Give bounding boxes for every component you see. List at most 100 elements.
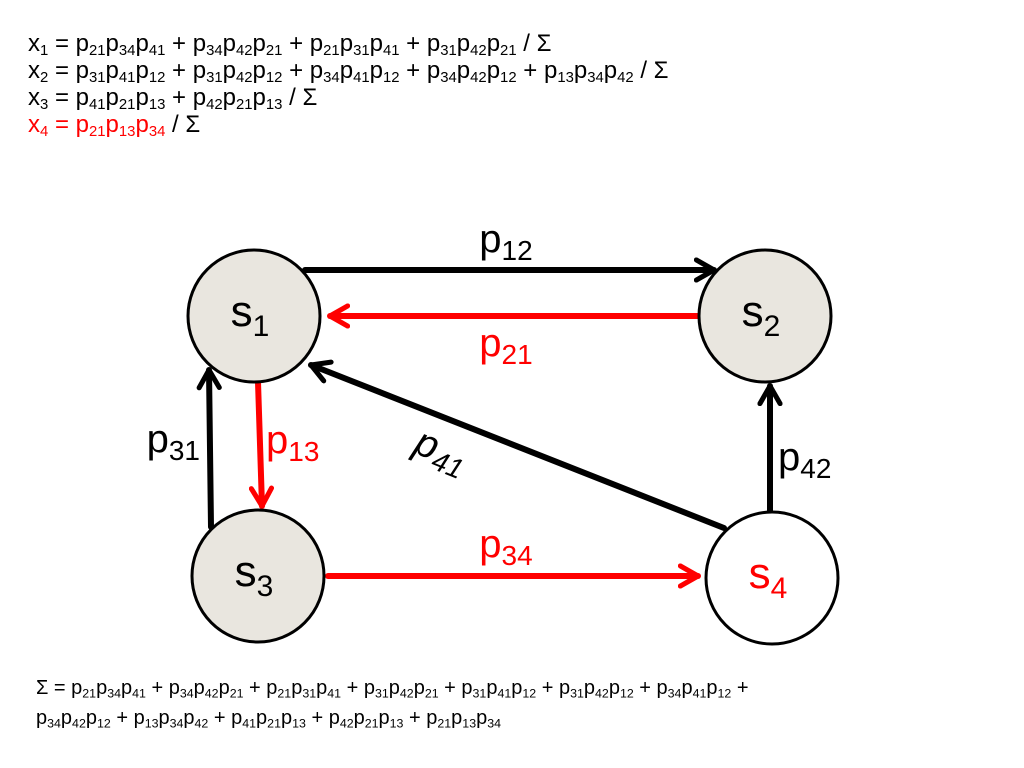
equation-x1: x1 = p21p34p41 + p34p42p21 + p21p31p41 +… <box>28 30 552 60</box>
product-term: p34p42p21 <box>192 30 283 60</box>
probability-symbol: p41 <box>681 677 707 701</box>
probability-symbol: p42 <box>222 57 253 87</box>
probability-symbol: p34 <box>192 30 223 60</box>
probability-symbol: p13 <box>543 57 574 87</box>
normalizer-divisor: / Σ <box>516 30 552 57</box>
product-term: p34p42p21 <box>168 677 244 701</box>
probability-symbol: p41 <box>231 707 257 731</box>
probability-symbol: p12 <box>85 707 111 731</box>
probability-symbol: p13 <box>105 111 136 141</box>
probability-symbol: p12 <box>511 677 537 701</box>
probability-symbol: p42 <box>193 677 219 701</box>
state-circle <box>704 510 840 646</box>
probability-symbol: p42 <box>583 677 609 701</box>
edge-p42-label: p42 <box>778 435 831 484</box>
probability-symbol: p42 <box>60 707 86 731</box>
normalizer-divisor: / Σ <box>282 84 318 111</box>
product-term: p31p41p12 <box>75 57 166 87</box>
product-term: p21p34p41 <box>71 677 146 701</box>
probability-symbol: p41 <box>486 677 512 701</box>
probability-symbol: p34 <box>573 57 604 87</box>
sum-line: Σ = p21p34p41 + p34p42p21 + p21p31p41 + … <box>36 677 749 701</box>
probability-symbol: p21 <box>75 30 106 60</box>
state-node-s3: s3 <box>190 508 326 644</box>
equation-x3: x3 = p41p21p13 + p42p21p13 / Σ <box>28 84 318 114</box>
probability-symbol: p31 <box>75 57 106 87</box>
probability-symbol: p34 <box>168 677 194 701</box>
probability-symbol: p21 <box>309 30 340 60</box>
product-term: p31p42p12 <box>192 57 283 87</box>
product-term: p13p34p42 <box>543 57 634 87</box>
probability-symbol: p21 <box>256 707 281 731</box>
probability-symbol: p31 <box>461 677 487 701</box>
state-circle <box>190 508 326 644</box>
probability-symbol: p21 <box>105 84 136 114</box>
state-node-s2: s2 <box>697 248 833 384</box>
probability-symbol: p34 <box>158 707 184 731</box>
edge-p41-label: p41 <box>406 419 475 485</box>
product-term: p21p31p41 <box>309 30 400 60</box>
state-label: s4 <box>749 549 788 605</box>
probability-symbol: p12 <box>252 57 283 87</box>
equation-lhs: x4 <box>28 111 49 141</box>
probability-symbol: p12 <box>608 677 634 701</box>
probability-symbol: p12 <box>706 677 732 701</box>
probability-symbol: p31 <box>291 677 317 701</box>
product-term: p21p13p34 <box>76 111 166 141</box>
probability-symbol: p42 <box>456 30 487 60</box>
edge-p13-label: p13 <box>266 418 319 467</box>
product-term: p21p34p41 <box>75 30 166 60</box>
probability-symbol: p12 <box>369 57 400 87</box>
probability-symbol: p21 <box>486 30 517 60</box>
state-label: s3 <box>235 547 274 603</box>
probability-symbol: p13 <box>252 84 283 114</box>
equation-lhs: x1 <box>28 30 49 60</box>
probability-symbol: p41 <box>369 30 400 60</box>
product-term: p31p42p21 <box>363 677 439 701</box>
edge-p34-label: p34 <box>479 522 532 571</box>
probability-symbol: p34 <box>476 707 502 731</box>
probability-symbol: p31 <box>426 30 457 60</box>
probability-symbol: p12 <box>135 57 166 87</box>
probability-symbol: p31 <box>363 677 389 701</box>
probability-symbol: p34 <box>426 57 457 87</box>
probability-symbol: p21 <box>426 707 452 731</box>
stationary-equations: x1 = p21p34p41 + p34p42p21 + p21p31p41 +… <box>28 30 669 141</box>
probability-symbol: p31 <box>192 57 223 87</box>
probability-symbol: p21 <box>266 677 292 701</box>
probability-symbol: p42 <box>328 707 354 731</box>
product-term: p34p42p12 <box>426 57 517 87</box>
edge-p21-label: p21 <box>479 321 532 370</box>
probability-symbol: p42 <box>183 707 209 731</box>
probability-symbol: p41 <box>135 30 166 60</box>
probability-symbol: p21 <box>353 707 379 731</box>
edge-p41-arrow <box>308 359 727 531</box>
normalizer-divisor: / Σ <box>165 111 201 138</box>
state-node-s1: s1 <box>186 248 322 384</box>
probability-symbol: p41 <box>121 677 146 701</box>
sum-line: p34p42p12 + p13p34p42 + p41p21p13 + p42p… <box>36 707 502 731</box>
product-term: p42p21p13 <box>328 707 404 731</box>
probability-symbol: p21 <box>413 677 439 701</box>
probability-symbol: p31 <box>339 30 370 60</box>
probability-symbol: p41 <box>316 677 342 701</box>
state-circle <box>697 248 833 384</box>
state-node-s4: s4 <box>704 510 840 646</box>
edge-p31-label: p31 <box>147 417 200 466</box>
probability-symbol: p13 <box>135 84 166 114</box>
probability-symbol: p13 <box>133 707 159 731</box>
edge-p12-label: p12 <box>479 217 532 266</box>
product-term: p34p41p12 <box>310 57 400 87</box>
probability-symbol: p21 <box>252 30 283 60</box>
probability-symbol: p41 <box>75 84 106 114</box>
probability-symbol: p34 <box>36 707 61 731</box>
probability-symbol: p31 <box>558 677 584 701</box>
probability-symbol: p42 <box>456 57 487 87</box>
normalizer-divisor: / Σ <box>633 57 669 84</box>
state-circle <box>186 248 322 384</box>
probability-symbol: p34 <box>135 111 166 141</box>
probability-symbol: p34 <box>656 677 682 701</box>
probability-symbol: p12 <box>486 57 517 87</box>
probability-symbol: p21 <box>222 84 253 114</box>
